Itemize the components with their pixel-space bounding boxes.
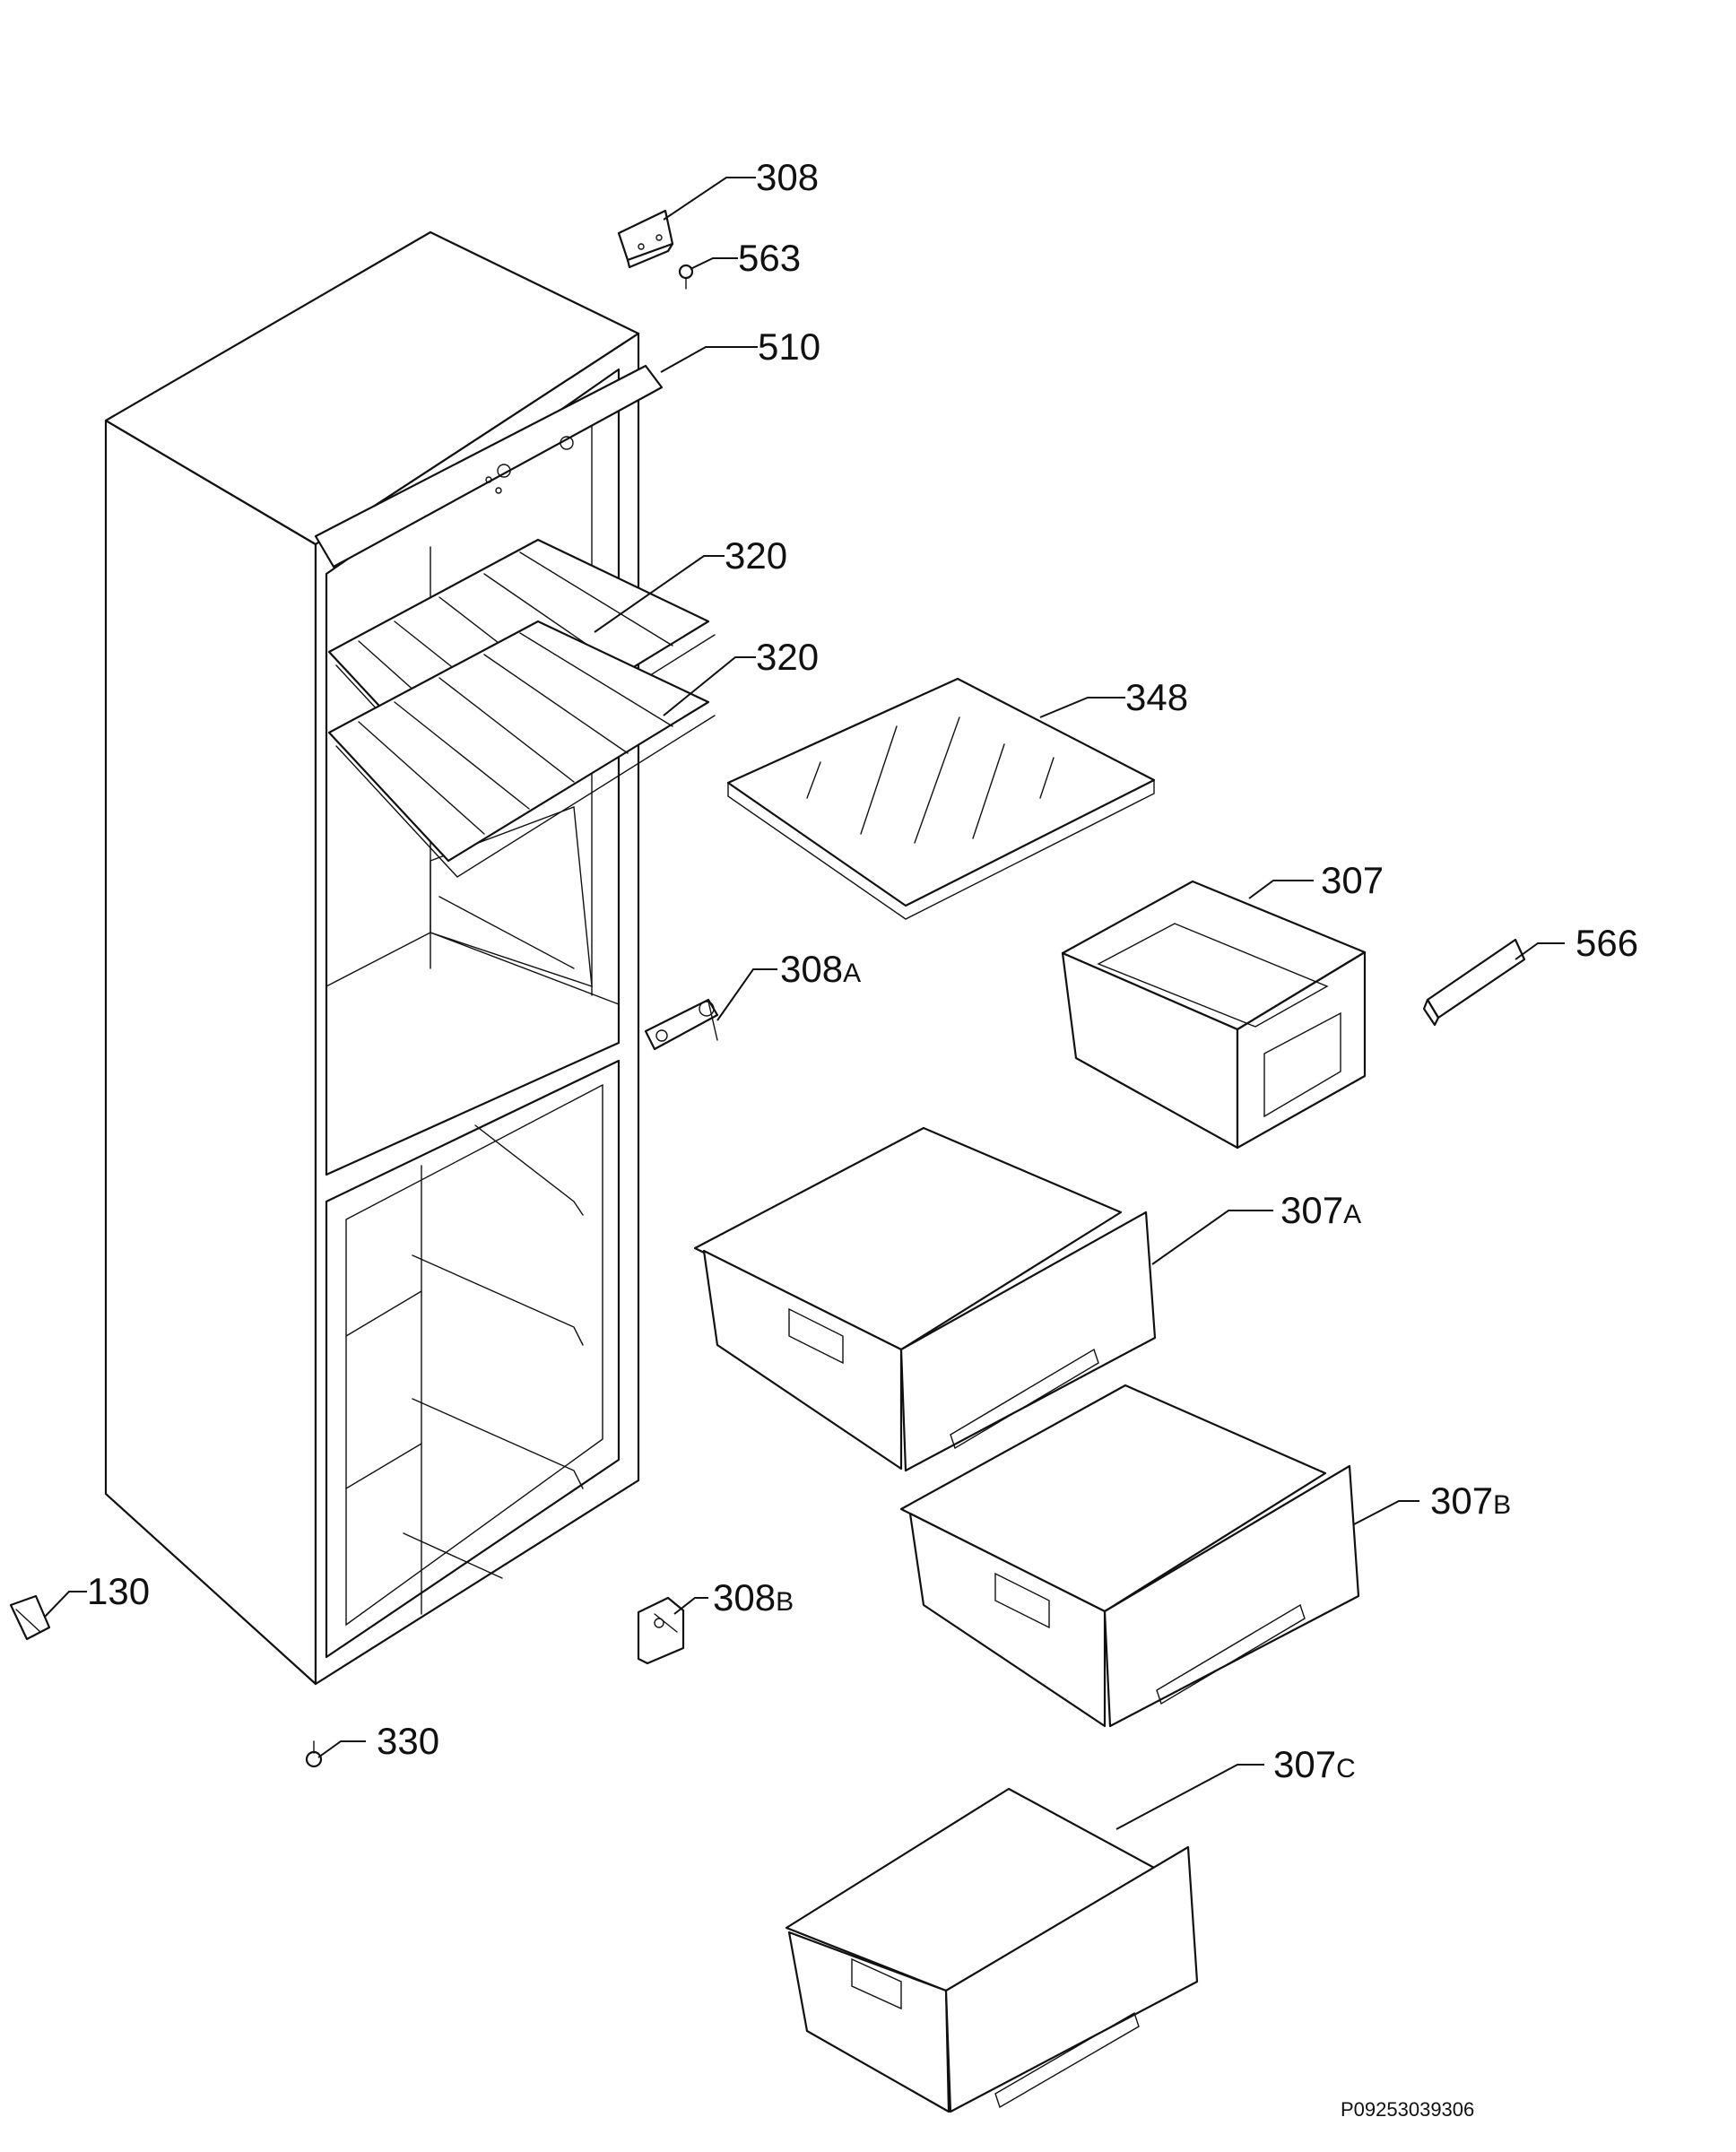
label-563: 563 xyxy=(738,237,801,279)
screw xyxy=(678,264,694,290)
middle-hinge xyxy=(644,998,719,1051)
crisper-drawer-b xyxy=(899,1384,1360,1728)
label-308A: 308A xyxy=(780,948,861,990)
crisper-drawer-a xyxy=(693,1126,1157,1472)
leader-lines xyxy=(44,177,1565,1830)
lower-hinge xyxy=(637,1596,685,1665)
top-hinge xyxy=(617,209,674,269)
label-566: 566 xyxy=(1575,922,1638,964)
label-307B: 307B xyxy=(1430,1480,1511,1522)
adjustable-foot xyxy=(9,1594,51,1641)
label-348: 348 xyxy=(1125,676,1188,718)
bottom-screw xyxy=(305,1740,323,1768)
small-bin xyxy=(1061,880,1367,1150)
label-510: 510 xyxy=(758,325,820,368)
glass-shelf xyxy=(726,677,1156,920)
label-308B: 308B xyxy=(713,1576,794,1618)
wire-shelf-lower xyxy=(327,620,716,878)
refrigerator-cabinet xyxy=(104,230,640,1686)
label-330: 330 xyxy=(377,1720,439,1762)
label-130: 130 xyxy=(87,1570,150,1612)
label-320-lower: 320 xyxy=(756,636,819,678)
drawing-code: P09253039306 xyxy=(1341,2098,1474,2121)
crisper-drawer-c xyxy=(785,1787,1199,2113)
label-307: 307 xyxy=(1321,859,1384,901)
label-308: 308 xyxy=(756,156,819,198)
callout-labels: 308 563 510 320 320 348 307 566 308A 307… xyxy=(87,156,1638,2121)
clip-part xyxy=(1422,938,1526,1027)
label-307C: 307C xyxy=(1273,1743,1356,1785)
label-307A: 307A xyxy=(1280,1189,1361,1231)
label-320-upper: 320 xyxy=(725,534,787,577)
control-panel xyxy=(314,364,664,568)
